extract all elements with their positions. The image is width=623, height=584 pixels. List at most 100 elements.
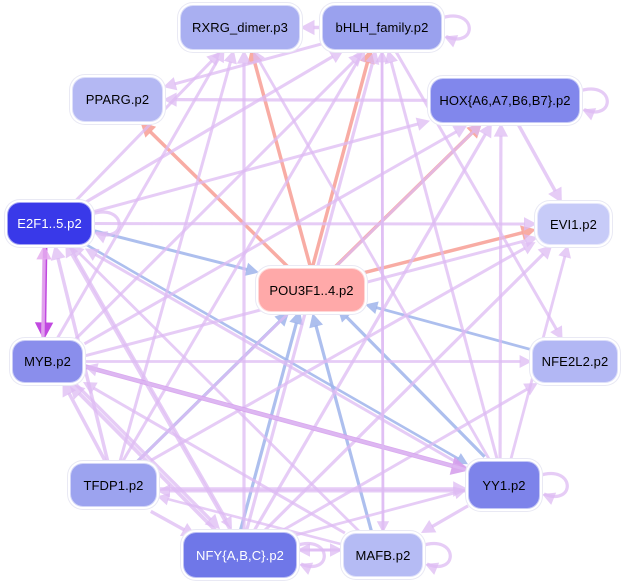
node-e2f1[interactable]: E2F1..5.p2 [7,202,92,245]
arrowhead [425,562,440,575]
edge-nfe2l2-pou3f1 [365,301,533,352]
arrowhead [421,520,437,533]
self-loop-nfy [294,542,326,575]
self-loop-mafb [420,542,452,575]
arrowhead [163,77,178,91]
self-loop-e2f1 [89,210,121,244]
arrowhead [289,310,304,326]
node-myb[interactable]: MYB.p2 [12,340,83,383]
edge-pou3f1-bhlh [310,48,375,268]
arrowhead [236,50,252,64]
edge-nfy-rxrg [236,50,252,532]
node-hox[interactable]: HOX{A6,A7,B6,B7}.p2 [430,78,580,123]
arrowhead [68,383,86,400]
arrowhead [376,521,390,533]
edge-myb-nfy [70,378,220,530]
arrowhead [62,381,77,398]
edge-bhlh-nfe2l2 [393,49,563,340]
edge-yy1-myb [84,363,470,472]
edge-hox-evi1 [515,122,562,203]
edge-bhlh-mafb [376,49,390,533]
edge-e2f1-nfy [65,241,232,530]
arrowhead [220,515,232,530]
arrowhead [244,262,259,276]
arrowhead [140,122,157,138]
arrowhead [520,242,536,255]
node-evi1[interactable]: EVI1.p2 [537,203,610,245]
arrowhead [365,301,379,315]
node-pparg[interactable]: PPARG.p2 [72,77,163,122]
edge-e2f1-pou3f1 [92,228,259,276]
arrowhead [50,245,66,261]
edge-tfdp1-e2f1 [50,245,110,464]
arrowhead [212,48,225,64]
arrowhead [36,244,52,260]
arrowhead [444,35,459,48]
arrowhead [83,381,98,395]
node-nfe2l2[interactable]: NFE2L2.p2 [532,340,618,383]
edge-tfdp1-evi1 [150,242,536,462]
node-label: RXRG_dimer.p3 [192,20,288,35]
arrowhead [582,108,597,121]
edge-myb-e2f1 [36,244,52,340]
edge-bhlh-rxrg [300,19,322,36]
node-mafb[interactable]: MAFB.p2 [343,533,423,577]
node-label: E2F1..5.p2 [17,216,82,231]
node-nfy[interactable]: NFY{A,B,C}.p2 [183,532,297,578]
arrowhead [415,117,430,131]
arrowhead [309,313,324,329]
arrowhead [384,50,398,65]
edge-e2f1-evi1 [91,217,537,231]
node-pou3f1[interactable]: POU3F1..4.p2 [258,268,365,312]
edge-yy1-e2f1 [84,248,467,470]
edge-nfy-mafb [297,543,343,557]
node-label: NFY{A,B,C}.p2 [195,547,284,563]
arrowhead [523,217,537,231]
node-label: EVI1.p2 [550,216,597,232]
edge-e2f1-bhlh [85,50,344,204]
edge-nfy-myb [68,383,219,534]
arrowhead [558,245,571,259]
edge-e2f1-hox [91,117,430,214]
arrowhead [550,325,563,340]
edge-myb-nfe2l2 [83,355,532,368]
arrowhead [478,123,492,139]
arrowhead [352,47,366,63]
node-label: MAFB.p2 [355,547,411,563]
arrowhead [330,543,343,557]
edge-nfy-pou3f1 [238,310,304,531]
node-label: TFDP1.p2 [83,477,144,493]
arrowhead [157,493,170,506]
node-bhlh[interactable]: bHLH_family.p2 [322,5,442,50]
arrowhead [548,186,562,203]
arrowhead [84,363,99,377]
arrowhead [468,123,483,137]
edge-nfy-nfe2l2 [279,383,538,534]
node-label: MYB.p2 [24,354,71,369]
arrowhead [452,125,468,138]
node-rxrg[interactable]: RXRG_dimer.p3 [180,5,300,50]
arrowhead [204,513,220,530]
node-label: POU3F1..4.p2 [269,282,354,298]
node-label: PPARG.p2 [85,92,150,107]
arrowhead [84,248,100,261]
arrowhead [523,383,538,396]
edge-yy1-mafb [421,504,469,533]
node-label: NFE2L2.p2 [541,354,609,369]
edge-pou3f1-pparg [140,122,291,270]
edge-mafb-myb [83,381,346,535]
self-loop-hox [577,87,609,121]
node-yy1[interactable]: YY1.p2 [468,461,540,509]
node-label: YY1.p2 [482,477,526,493]
node-label: bHLH_family.p2 [335,20,429,35]
arrowhead [537,245,553,260]
node-tfdp1[interactable]: TFDP1.p2 [70,463,157,507]
edge-nfy-evi1 [262,245,553,534]
arrowhead [328,50,344,64]
arrowhead [299,562,314,575]
arrowhead [163,92,177,107]
edge-tfdp1-myb [62,381,107,462]
node-label: HOX{A6,A7,B6,B7}.p2 [439,93,571,108]
edge-bhlh-pparg [163,42,323,91]
